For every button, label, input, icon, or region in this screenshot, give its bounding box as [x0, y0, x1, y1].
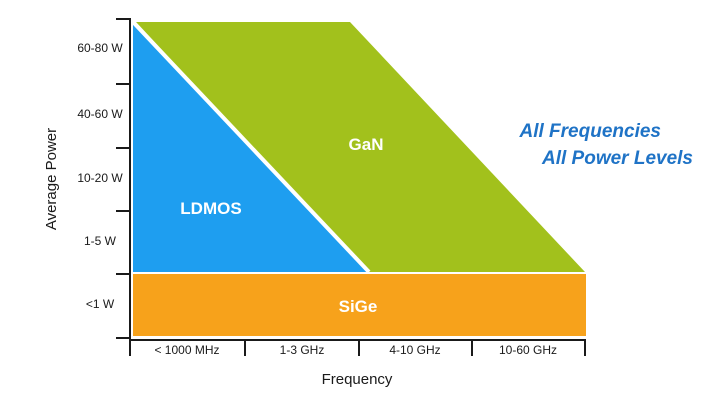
x-tick-label: < 1000 MHz [154, 343, 219, 357]
y-tick-labels: 60-80 W 40-60 W 10-20 W 1-5 W <1 W [77, 41, 123, 311]
sige-region [133, 274, 586, 336]
gan-region [136, 22, 585, 272]
x-tick-label: 1-3 GHz [280, 343, 325, 357]
sige-label: SiGe [339, 297, 378, 316]
tagline-line-1: All Frequencies [519, 121, 662, 142]
gan-ldmos-boundary [131, 20, 371, 274]
y-tick-label: 60-80 W [77, 41, 123, 55]
x-tick-label: 4-10 GHz [389, 343, 440, 357]
y-tick-label: 10-20 W [77, 171, 123, 185]
y-tick-label: 40-60 W [77, 107, 123, 121]
tagline-line-2: All Power Levels [541, 148, 693, 169]
gan-label: GaN [349, 135, 384, 154]
y-axis-ticks [116, 18, 131, 339]
y-tick-label: 1-5 W [84, 234, 117, 248]
x-axis-ticks [129, 340, 586, 356]
y-tick-label: <1 W [86, 297, 115, 311]
ldmos-label: LDMOS [180, 199, 241, 218]
x-tick-labels: < 1000 MHz 1-3 GHz 4-10 GHz 10-60 GHz [154, 343, 557, 357]
y-axis-title: Average Power [43, 128, 60, 230]
x-axis-title: Frequency [322, 371, 393, 388]
x-tick-label: 10-60 GHz [499, 343, 557, 357]
